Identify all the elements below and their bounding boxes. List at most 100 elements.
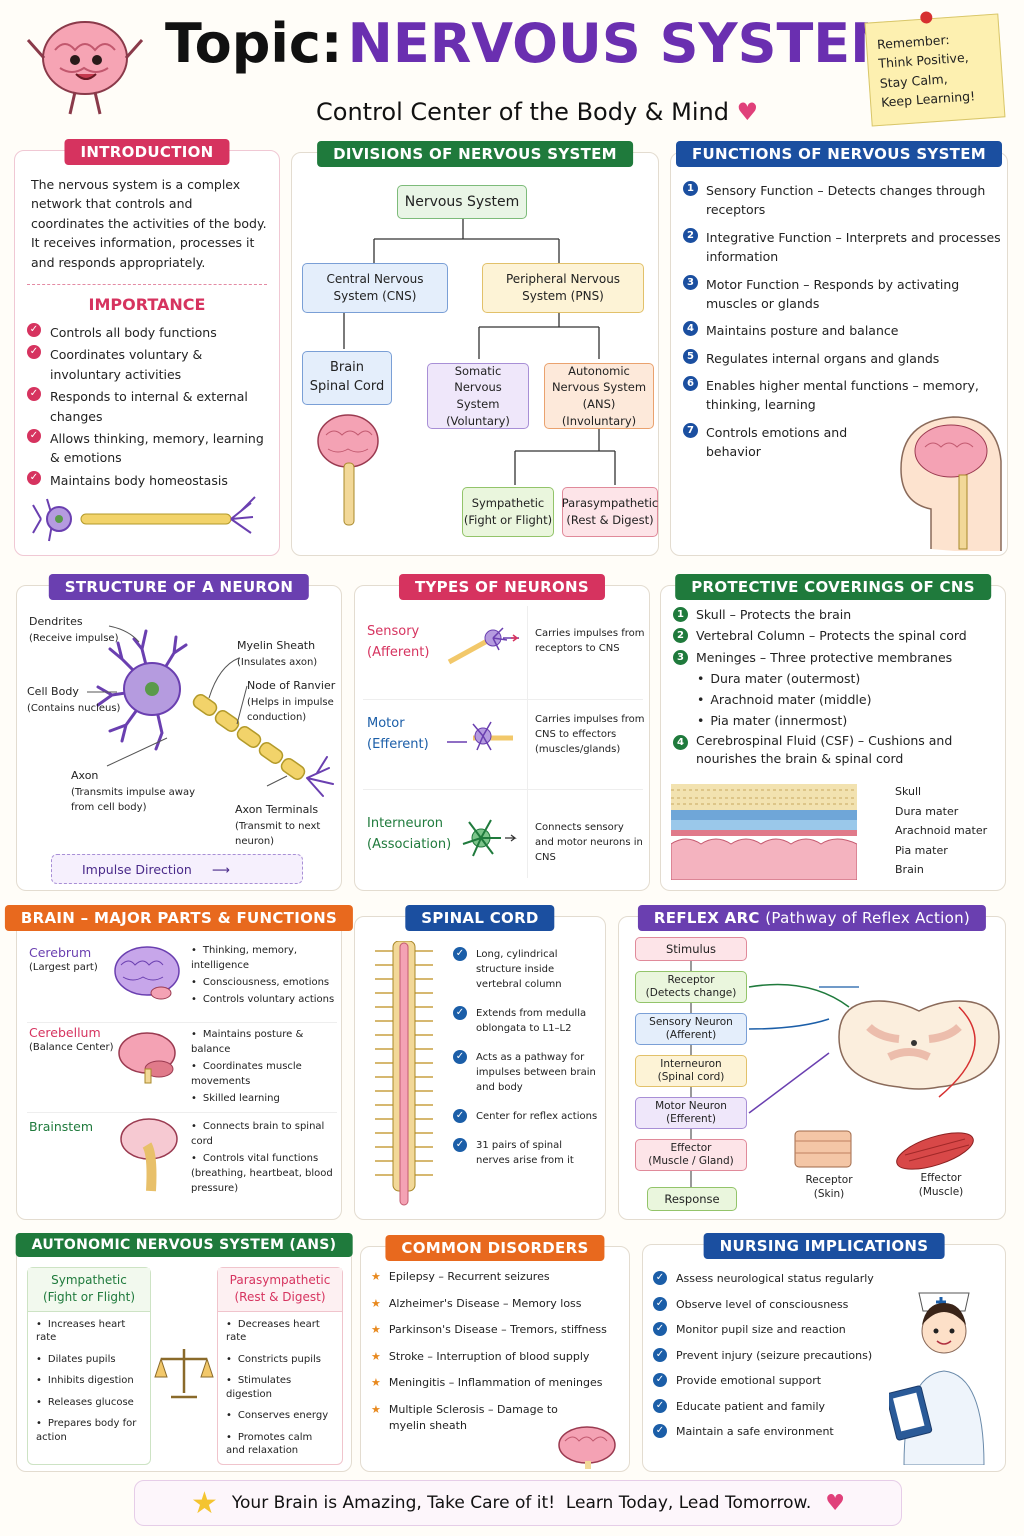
star-icon: ★ [371,1296,381,1310]
footer-banner: ★ Your Brain is Amazing, Take Care of it… [134,1480,902,1526]
brain-spinal-node: Brain Spinal Cord [302,351,392,405]
somatic-node: Somatic Nervous System (Voluntary) [427,363,529,429]
receptor-skin-label: Receptor (Skin) [805,1174,853,1201]
sympathetic-column: Sympathetic (Fight or Flight) Increases … [27,1267,151,1465]
check-icon: ✓ [453,1109,467,1123]
footer-text: Your Brain is Amazing, Take Care of it! … [231,1493,812,1513]
nursing-card: NURSING IMPLICATIONS ✓Assess neurologica… [642,1233,1006,1472]
divider [27,284,267,285]
cerebrum-row: Cerebrum (Largest part) Thinking, memory… [27,943,337,1023]
part-name: Brainstem [29,1119,94,1134]
check-icon: ✓ [453,1138,467,1152]
ranvier-label: Node of Ranvier(Helps in impulse conduct… [247,679,336,723]
list-item: ★Meningitis – Inflammation of meninges [371,1375,625,1392]
list-item: ✓Observe level of consciousness [653,1296,903,1314]
intro-text: The nervous system is a complex network … [31,177,267,270]
list-item: ✓Maintains body homeostasis [27,470,273,490]
star-icon: ★ [371,1349,381,1363]
autonomic-node: Autonomic Nervous System (ANS) (Involunt… [544,363,654,429]
part-name: Cerebrum [29,945,92,960]
meninges-item: Arachnoid mater (middle) [673,689,1001,710]
heart-icon: ♥ [825,1490,846,1516]
list-item: ✓Allows thinking, memory, learning & emo… [27,428,273,468]
check-icon: ✓ [653,1398,667,1413]
cns-node: Central Nervous System (CNS) [302,263,448,313]
divisions-card: DIVISIONS OF NERVOUS SYSTEM Nervous Syst… [291,141,659,556]
heart-icon: ♥ [736,98,759,126]
part-name: Cerebellum [29,1025,101,1040]
myelin-label: Myelin Sheath(Insulates axon) [237,639,318,668]
star-icon: ★ [371,1376,381,1389]
list-item: ★Parkinson's Disease – Tremors, stiffnes… [371,1322,625,1339]
brain-mascot-icon [20,10,150,125]
list-item: ✓Acts as a pathway for impulses between … [453,1050,599,1095]
neuron-structure-card: STRUCTURE OF A NEURON Dendrites(Receive … [16,574,342,891]
star-icon: ★ [371,1270,381,1283]
importance-list: ✓Controls all body functions ✓Coordinate… [27,323,273,490]
spinal-column-icon [375,941,433,1206]
check-icon: ✓ [653,1296,667,1311]
list-item: ★Multiple Sclerosis – Damage to myelin s… [371,1402,558,1433]
star-icon: ★ [371,1402,381,1416]
type-desc: Carries impulses from receptors to CNS [535,628,645,654]
page-title: Topic: NERVOUS SYSTEM [165,12,904,75]
star-mascot-icon: ★ [190,1485,218,1521]
reflex-step-stimulus: Stimulus [635,937,747,961]
cerebellum-icon [118,1032,176,1084]
type-desc: Connects sensory and motor neurons in CN… [535,822,643,863]
meninges-item: Pia mater (innermost) [673,710,1001,731]
brain-spinal-cord-icon [317,414,379,526]
sensory-neuron-icon [447,627,520,665]
divisions-heading: DIVISIONS OF NERVOUS SYSTEM [317,141,633,167]
reflex-arc-card: REFLEX ARC (Pathway of Reflex Action) St… [618,905,1006,1220]
importance-heading: IMPORTANCE [88,295,206,314]
type-row-sensory: Sensory (Afferent) Carries impulses from… [363,610,645,700]
sympathetic-node: Sympathetic (Fight or Flight) [462,487,554,537]
neuron-illustration-icon [32,496,256,542]
reflex-step-motor: Motor Neuron(Efferent) [635,1097,747,1129]
check-icon: ✓ [653,1271,667,1285]
list-item: ✓Controls all body functions [27,323,273,342]
check-icon: ✓ [653,1347,667,1362]
cell-body-label: Cell Body(Contains nucleus) [27,685,121,714]
list-item: ★Epilepsy – Recurrent seizures [371,1269,625,1286]
motor-neuron-icon [447,721,513,751]
brainstem-icon [120,1118,178,1192]
check-icon: ✓ [453,1006,467,1020]
brain-parts-card: BRAIN – MAJOR PARTS & FUNCTIONS Cerebrum… [4,905,354,1220]
balance-scale-icon [154,1349,214,1399]
list-item: ✓Provide emotional support [653,1373,903,1390]
effector-muscle-label: Effector (Muscle) [918,1172,964,1199]
reflex-step-effector: Effector(Muscle / Gland) [635,1139,747,1171]
arrow-right-icon: ⟶ [211,861,230,877]
axon-terminals-label: Axon Terminals(Transmit to next neuron) [235,803,321,847]
list-item: ✓Long, cylindrical structure inside vert… [453,947,599,992]
page-subtitle: Control Center of the Body & Mind ♥ [316,98,758,126]
neuron-types-card: TYPES OF NEURONS Sensory (Afferent) Carr… [354,574,650,891]
note-text: Remember: Think Positive, Stay Calm, Kee… [876,31,976,110]
reflex-step-receptor: Receptor(Detects change) [635,971,747,1003]
check-icon: ✓ [27,323,41,337]
brain-icon [558,1426,616,1469]
functions-heading: FUNCTIONS OF NERVOUS SYSTEM [676,141,1002,167]
list-item: ✓Responds to internal & external changes [27,387,273,426]
meninges-item: Dura mater (outermost) [673,668,1001,689]
pin-icon [919,11,933,24]
spinal-cord-card: SPINAL CORD ✓Long, cylindrical structure… [354,905,606,1220]
type-desc: Carries impulses from CNS to effectors (… [535,714,645,755]
list-item: ✓Extends from medulla oblongata to L1–L2 [453,1006,599,1036]
meninges-legend: Skull Dura mater Arachnoid mater Pia mat… [895,785,988,876]
reflex-step-response: Response [647,1187,737,1211]
nervous-system-node: Nervous System [397,185,527,219]
check-icon: ✓ [27,428,41,443]
